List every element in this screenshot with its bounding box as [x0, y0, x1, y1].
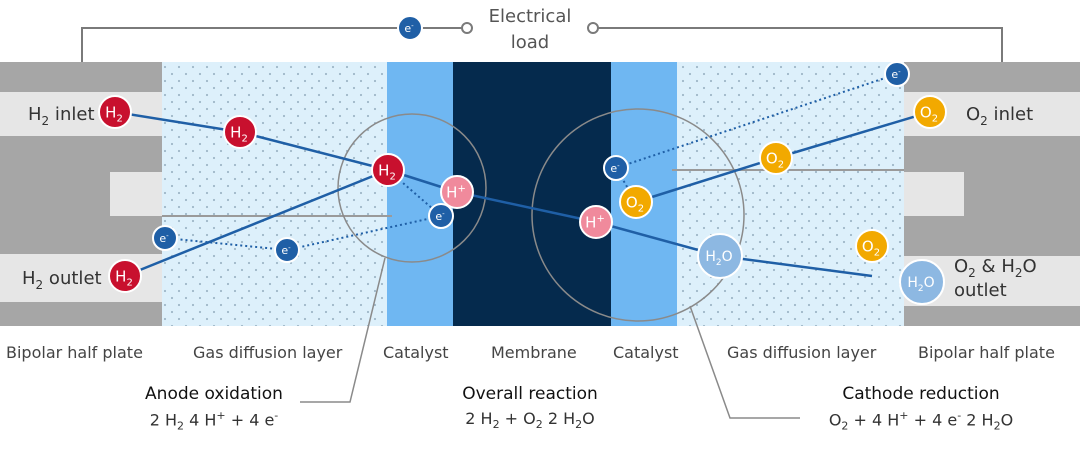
h2-molecule-outlet-label: H2​ [115, 267, 133, 288]
cathode-reaction-equation: O2 + 4 H+ + 4 e- 2 H2O [828, 409, 1014, 433]
anode-reaction-equation: 2 H2 4 H+ + 4 e- [149, 409, 279, 433]
electrical-load-line2: load [511, 32, 549, 53]
h2-molecule-inlet: H2​ [98, 95, 132, 129]
electron-anode-gdl-label: e- [281, 244, 291, 257]
o2-molecule-catalyst: O2​ [619, 185, 653, 219]
overall-reaction-equation: 2 H2 + O2 2 H2O [465, 409, 595, 432]
electron-cathode-plate-label: e- [891, 68, 901, 81]
proton-cathode: H+ [579, 205, 613, 239]
layer-caption-anode-catalyst: Catalyst [383, 343, 449, 362]
h2-outlet-label: H2​ outlet [22, 268, 102, 292]
layer-caption-left-gdl: Gas diffusion layer [193, 343, 343, 362]
electron-anode-catalyst: e- [428, 203, 454, 229]
cathode-zoom-circle [531, 108, 745, 322]
electron-anode-plate-label: e- [159, 232, 169, 245]
layer-caption-right-plate: Bipolar half plate [918, 343, 1055, 362]
membrane [453, 62, 611, 326]
o2-molecule-gdl-label: O2​ [766, 149, 784, 170]
o2-molecule-outlet-label: O2​ [862, 237, 880, 258]
electron-circuit: e- [397, 15, 423, 41]
h2o-molecule-gdl: H2​O [697, 233, 743, 279]
h2-molecule-inlet-label: H2​ [105, 103, 123, 124]
o2-molecule-outlet: O2​ [855, 229, 889, 263]
h2-molecule-gdl-label: H2​ [230, 123, 248, 144]
anode-reaction-title: Anode oxidation [145, 384, 283, 404]
electron-circuit-label: e- [404, 22, 414, 35]
layer-caption-right-gdl: Gas diffusion layer [727, 343, 877, 362]
proton-anode-label: H+ [446, 183, 466, 201]
h2o-molecule-gdl-label: H2​O [705, 249, 732, 268]
layer-caption-cathode-catalyst: Catalyst [613, 343, 679, 362]
h2-molecule-catalyst: H2​ [371, 153, 405, 187]
cathode-reaction-title: Cathode reduction [842, 384, 1000, 404]
oxygen-paths [635, 110, 931, 278]
electrical-load-line1: Electrical [489, 6, 572, 27]
o2-h2o-outlet-label-line2: outlet [954, 280, 1007, 301]
electron-anode-plate: e- [152, 225, 178, 251]
electron-cathode-plate: e- [884, 61, 910, 87]
proton-anode: H+ [440, 175, 474, 209]
h2-molecule-catalyst-label: H2​ [378, 161, 396, 182]
load-terminal-left [461, 22, 473, 34]
anode-leader-line [300, 257, 386, 403]
electron-anode-catalyst-label: e- [435, 210, 445, 223]
anode-zoom-circle [337, 113, 487, 263]
proton-cathode-label: H+ [585, 213, 605, 231]
overall-reaction-title: Overall reaction [462, 384, 598, 404]
cathode-leader-line [689, 305, 800, 419]
o2-molecule-catalyst-label: O2​ [626, 193, 644, 214]
h2-molecule-gdl: H2​ [223, 115, 257, 149]
o2-molecule-gdl: O2​ [759, 141, 793, 175]
h2-inlet-label: H2​ inlet [28, 104, 95, 128]
particle-layer: H2​H2​H2​H2​H+H+e-e-e-e-e-e-O2​O2​O2​O2​… [98, 15, 947, 305]
circuit-wire-right [596, 27, 1003, 62]
layer-caption-membrane: Membrane [491, 343, 577, 362]
electron-anode-gdl: e- [274, 237, 300, 263]
o2-h2o-outlet-label-line1: O2​ & H2​O [954, 256, 1037, 280]
h2-molecule-outlet: H2​ [108, 259, 142, 293]
h2o-molecule-outlet-label: H2​O [907, 275, 934, 294]
electron-cathode-catalyst-label: e- [610, 162, 620, 175]
h2o-molecule-outlet: H2​O [899, 259, 945, 305]
o2-inlet-label: O2​ inlet [966, 104, 1033, 128]
o2-molecule-inlet-label: O2​ [920, 103, 938, 124]
layer-caption-left-plate: Bipolar half plate [6, 343, 143, 362]
electron-cathode-catalyst: e- [603, 155, 629, 181]
circuit-wire-left [81, 27, 462, 62]
load-terminal-right [587, 22, 599, 34]
o2-molecule-inlet: O2​ [913, 95, 947, 129]
